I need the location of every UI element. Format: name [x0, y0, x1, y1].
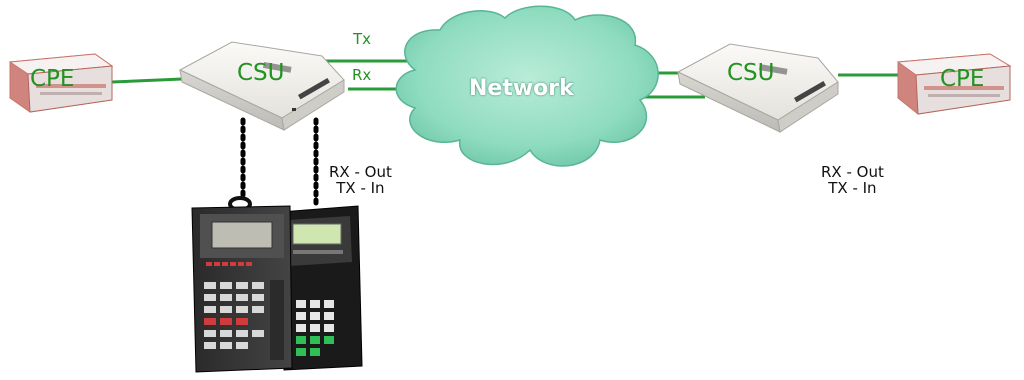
link-left-cpe-csu [111, 77, 183, 84]
right-port-line1: RX - Out [821, 163, 884, 181]
rx-label: Rx [352, 66, 372, 84]
network-cloud [395, 5, 659, 167]
network-label: Network [469, 76, 574, 101]
test-set-device [191, 196, 363, 373]
left-port-line1: RX - Out [329, 163, 392, 181]
left-port-line2: TX - In [336, 179, 385, 197]
right-port-line2: TX - In [828, 179, 877, 197]
left-port-labels: RX - Out TX - In [329, 164, 392, 196]
left-csu-device [178, 41, 345, 131]
right-cpe-device [896, 53, 1012, 115]
tx-label: Tx [353, 30, 372, 48]
right-csu-label: CSU [727, 60, 775, 86]
left-cpe-label: CPE [30, 66, 75, 92]
right-port-labels: RX - Out TX - In [821, 164, 884, 196]
right-cpe-label: CPE [940, 66, 985, 92]
right-csu-device [676, 43, 839, 133]
left-csu-label: CSU [237, 60, 285, 86]
left-cpe-device [8, 53, 114, 113]
